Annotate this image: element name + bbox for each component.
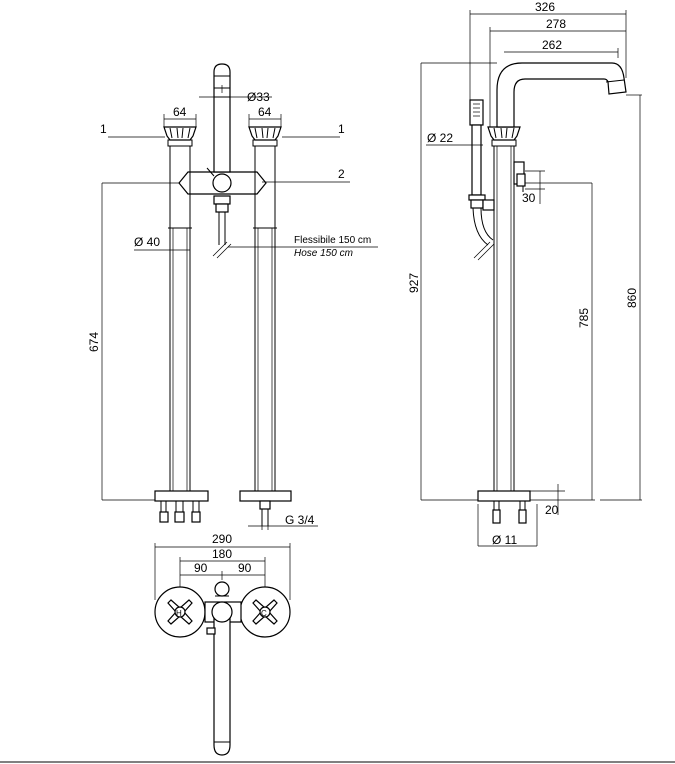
ref-2: 2 [338,167,345,181]
front-dimensions: Ø33 64 64 1 1 2 Ø 40 674 [87,90,378,530]
hot-mark: H [176,609,182,618]
dim-d40: Ø 40 [134,235,160,249]
dim-d33: Ø33 [247,90,270,104]
dim-90-right: 90 [238,561,252,575]
dim-674: 674 [87,332,101,352]
hand-shower [468,99,495,261]
ref-1-right: 1 [338,122,345,136]
dim-860: 860 [625,288,639,308]
dim-180: 180 [212,547,232,561]
side-spout [496,62,627,128]
top-view: 290 180 90 90 H C [154,532,291,756]
dim-d11: Ø 11 [492,533,517,547]
side-view: 326 278 262 Ø 22 30 927 [407,0,642,547]
dim-326: 326 [535,0,555,14]
diverter-knob [212,173,232,193]
dim-927: 927 [407,273,421,293]
hose-label-it: Flessibile 150 cm [294,235,371,246]
front-view: Ø33 64 64 1 1 2 Ø 40 674 [87,63,378,530]
dim-thread: G 3/4 [285,513,315,527]
dim-290: 290 [212,532,232,546]
dim-90-left: 90 [194,561,208,575]
side-dimensions: 326 278 262 Ø 22 30 927 [407,0,642,547]
ref-1-left: 1 [100,122,107,136]
cold-mark: C [261,609,267,618]
spout-stem [213,63,231,173]
top-spout [213,605,231,756]
dim-64-right: 64 [258,105,272,119]
left-handle [163,126,197,147]
left-base-flange [154,490,209,502]
dim-30: 30 [522,191,536,205]
side-base-flange [477,490,531,502]
hose-label-en: Hose 150 cm [294,248,353,259]
dim-20: 20 [545,503,559,517]
right-base-flange [239,490,292,502]
dim-64-left: 64 [173,105,187,119]
right-handle [248,126,282,147]
dim-278: 278 [546,17,566,31]
dim-785: 785 [577,308,591,328]
dim-d22: Ø 22 [427,131,453,145]
dim-262: 262 [542,38,562,52]
